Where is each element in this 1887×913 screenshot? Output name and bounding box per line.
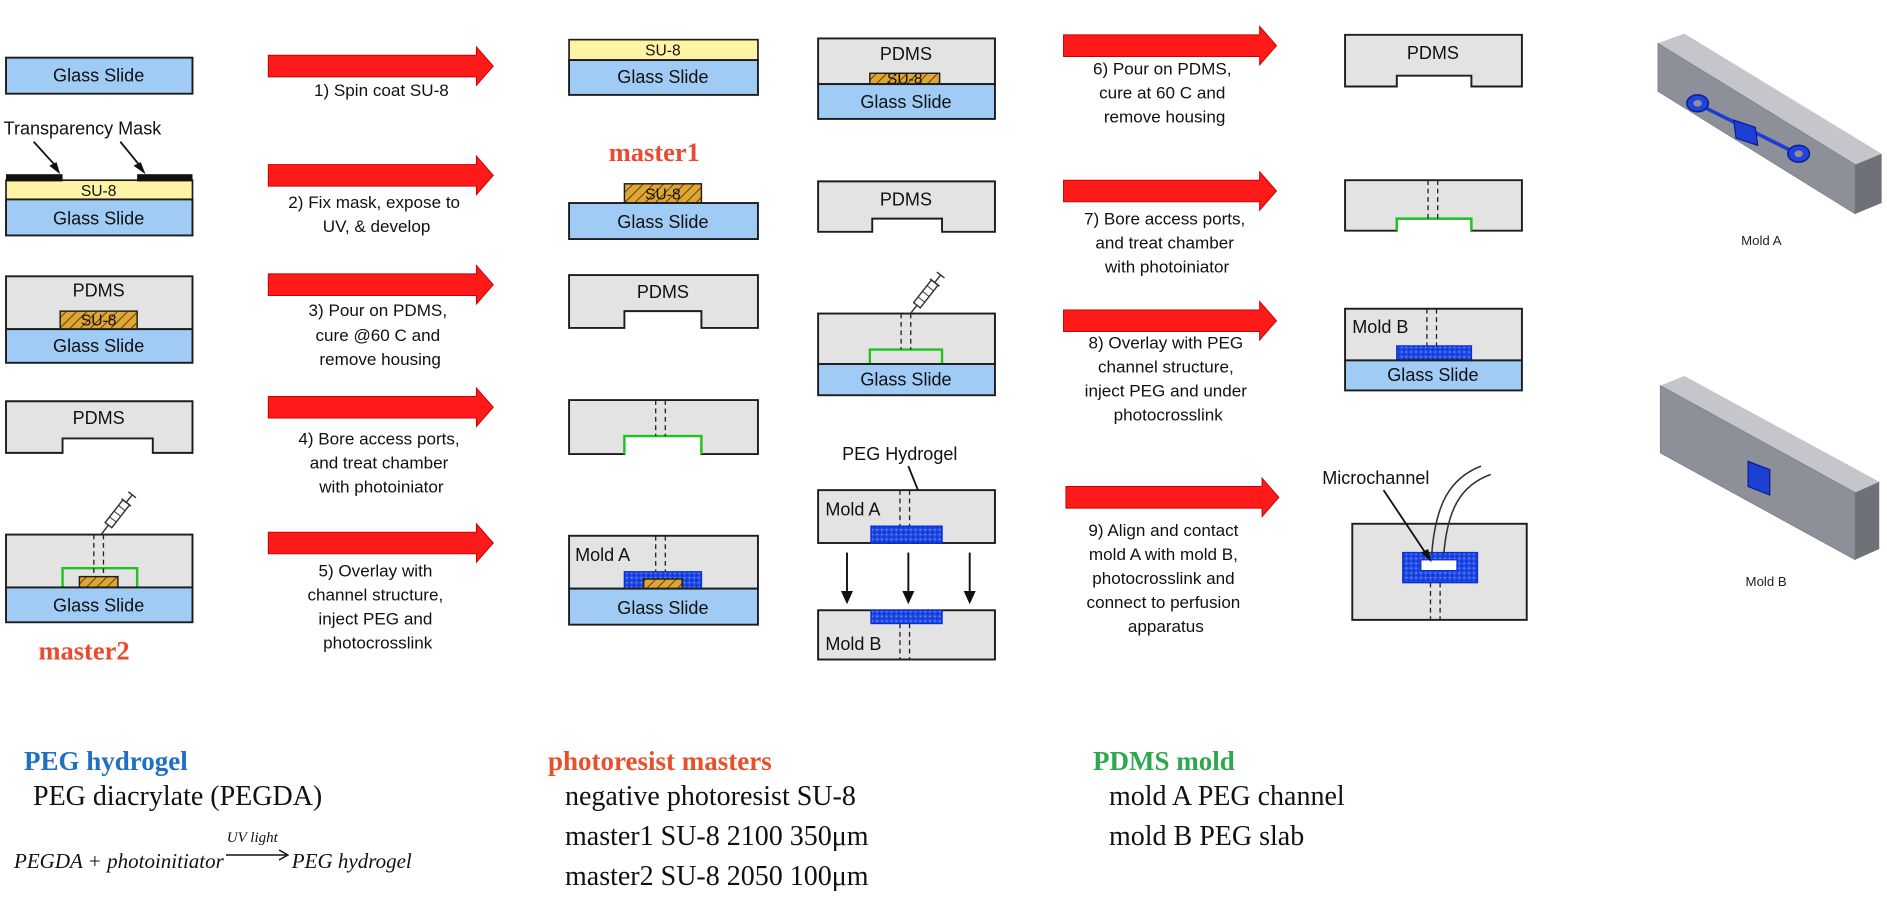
step-7-text: 7) Bore access ports, and treat chamber … — [1084, 210, 1250, 277]
glass-slide-label: Glass Slide — [617, 67, 708, 87]
equation-left: PEGDA + photoinitiator — [14, 849, 224, 873]
peg-hydrogel-label: PEG Hydrogel — [842, 444, 957, 464]
mold-b-caption: Mold B — [1746, 574, 1787, 589]
legend-photoresist-line: master2 SU-8 2050 100μm — [565, 861, 869, 892]
pdms-label: PDMS — [637, 282, 689, 302]
reaction-arrow-icon — [225, 849, 290, 861]
step-6-arrow: 6) Pour on PDMS, cure at 60 C and remove… — [1063, 25, 1278, 127]
legend-photoresist-line: master1 SU-8 2100 350μm — [565, 821, 869, 852]
mold-b-label: Mold B — [825, 634, 881, 654]
step-4-text: 4) Bore access ports, and treat chamber … — [298, 429, 464, 496]
microchannel-label: Microchannel — [1322, 468, 1429, 488]
mask-right-bar — [137, 174, 193, 182]
step-3-text: 3) Pour on PDMS, cure @60 C and remove h… — [309, 301, 452, 369]
step-2-arrow: 2) Fix mask, expose to UV, & develop — [267, 154, 494, 236]
glass-slide-label: Glass Slide — [53, 66, 144, 86]
step-8-arrow: 8) Overlay with PEG channel structure, i… — [1063, 300, 1278, 424]
step-3-arrow: 3) Pour on PDMS, cure @60 C and remove h… — [267, 264, 494, 369]
glass-slide-label: Glass Slide — [860, 370, 951, 390]
syringe-icon — [908, 271, 945, 316]
mold-a-label: Mold A — [825, 499, 880, 519]
su8-label: SU-8 — [81, 183, 117, 200]
col3-row2-developed: SU-8 Glass Slide — [568, 183, 759, 241]
legend-pdms-title: PDMS mold — [1093, 746, 1235, 776]
col6-row4-perfusion: Microchannel — [1322, 465, 1528, 621]
pdms-label: PDMS — [73, 408, 125, 428]
pdms-label: PDMS — [73, 281, 125, 301]
col4-row2-pdms-mold: PDMS — [817, 180, 996, 233]
step-5-text: 5) Overlay with channel structure, injec… — [308, 562, 448, 653]
step-5-arrow: 5) Overlay with channel structure, injec… — [267, 522, 494, 653]
legend-peg-title: PEG hydrogel — [24, 746, 188, 776]
col6-row1-pdms-slab: PDMS — [1344, 33, 1523, 88]
step-8-text: 8) Overlay with PEG channel structure, i… — [1085, 333, 1252, 424]
syringe-icon — [100, 491, 137, 536]
col4-row3-injection: Glass Slide — [817, 271, 996, 397]
col6-row2-ports — [1344, 179, 1523, 232]
legend-photoresist-line: negative photoresist SU-8 — [565, 781, 856, 812]
mold-a-3d-render: Mold A — [1657, 33, 1882, 248]
mold-a-caption: Mold A — [1741, 233, 1782, 248]
pdms-label: PDMS — [880, 44, 932, 64]
mold-b-label: Mold B — [1352, 317, 1408, 337]
step-2-text: 2) Fix mask, expose to UV, & develop — [288, 193, 465, 236]
legend-pdms-line: mold A PEG channel — [1109, 781, 1345, 812]
col1-row3-pdms-pour: PDMS SU-8 Glass Slide — [5, 275, 194, 364]
legend-peg-line: PEG diacrylate (PEGDA) — [33, 781, 323, 812]
glass-slide-label: Glass Slide — [53, 209, 144, 229]
col3-row4-ports — [568, 399, 759, 456]
glass-slide-label: Glass Slide — [617, 212, 708, 232]
master1-label: master1 — [609, 137, 700, 167]
mold-a-label: Mold A — [575, 545, 630, 565]
step-9-text: 9) Align and contact mold A with mold B,… — [1087, 521, 1246, 636]
glass-slide-label: Glass Slide — [617, 598, 708, 618]
step-9-arrow: 9) Align and contact mold A with mold B,… — [1065, 476, 1280, 636]
col1-row1-glass-slide: Glass Slide — [5, 56, 194, 95]
su8-label: SU-8 — [645, 42, 681, 59]
col6-row3-mold-b: Mold B Glass Slide — [1344, 307, 1523, 392]
col4-row1-pdms-pour: PDMS SU-8 Glass Slide — [817, 37, 996, 120]
glass-slide-label: Glass Slide — [860, 92, 951, 112]
su8-feature-label: SU-8 — [81, 313, 117, 330]
step-7-arrow: 7) Bore access ports, and treat chamber … — [1063, 170, 1278, 277]
col4-row4-mold-assembly: PEG Hydrogel Mold A Mold B — [817, 444, 996, 661]
pdms-label: PDMS — [880, 189, 932, 209]
transparency-mask-label: Transparency Mask — [4, 119, 163, 139]
su8-feature-label: SU-8 — [645, 186, 681, 203]
legend-photoresist-title: photoresist masters — [548, 746, 772, 776]
legend-pdms-mold: PDMS mold mold A PEG channel mold B PEG … — [1093, 745, 1345, 857]
col1-row4-pdms-mold: PDMS — [5, 400, 194, 454]
col3-row5-mold-a: Mold A Glass Slide — [568, 534, 759, 626]
pdms-label: PDMS — [1407, 43, 1459, 63]
equation-arrow: UV light — [224, 830, 292, 868]
step-1-arrow: 1) Spin coat SU-8 — [267, 45, 494, 100]
step-4-arrow: 4) Bore access ports, and treat chamber … — [267, 386, 494, 497]
master2-label: master2 — [38, 636, 129, 666]
glass-slide-label: Glass Slide — [53, 595, 144, 615]
equation-over-label: UV light — [226, 830, 278, 846]
col3-row1-su8-coated: SU-8 Glass Slide — [568, 38, 759, 96]
glass-slide-label: Glass Slide — [1387, 365, 1478, 385]
legend: PEG hydrogel PEG diacrylate (PEGDA) PEGD… — [0, 745, 1887, 913]
step-1-text: 1) Spin coat SU-8 — [314, 81, 449, 100]
glass-slide-label: Glass Slide — [53, 336, 144, 356]
col3-row3-pdms-mold: PDMS — [568, 274, 759, 329]
step-6-text: 6) Pour on PDMS, cure at 60 C and remove… — [1093, 59, 1236, 126]
legend-photoresist: photoresist masters negative photoresist… — [548, 745, 869, 897]
equation-right: PEG hydrogel — [291, 849, 412, 873]
mask-left-bar — [6, 174, 63, 182]
mold-b-3d-render: Mold B — [1659, 376, 1880, 589]
col1-row5-injection: Glass Slide — [5, 491, 194, 624]
legend-peg-hydrogel: PEG hydrogel PEG diacrylate (PEGDA) — [24, 745, 322, 817]
col1-row2-mask-exposure: Transparency Mask SU-8 Glass Slide — [4, 119, 194, 237]
legend-pdms-line: mold B PEG slab — [1109, 821, 1305, 852]
